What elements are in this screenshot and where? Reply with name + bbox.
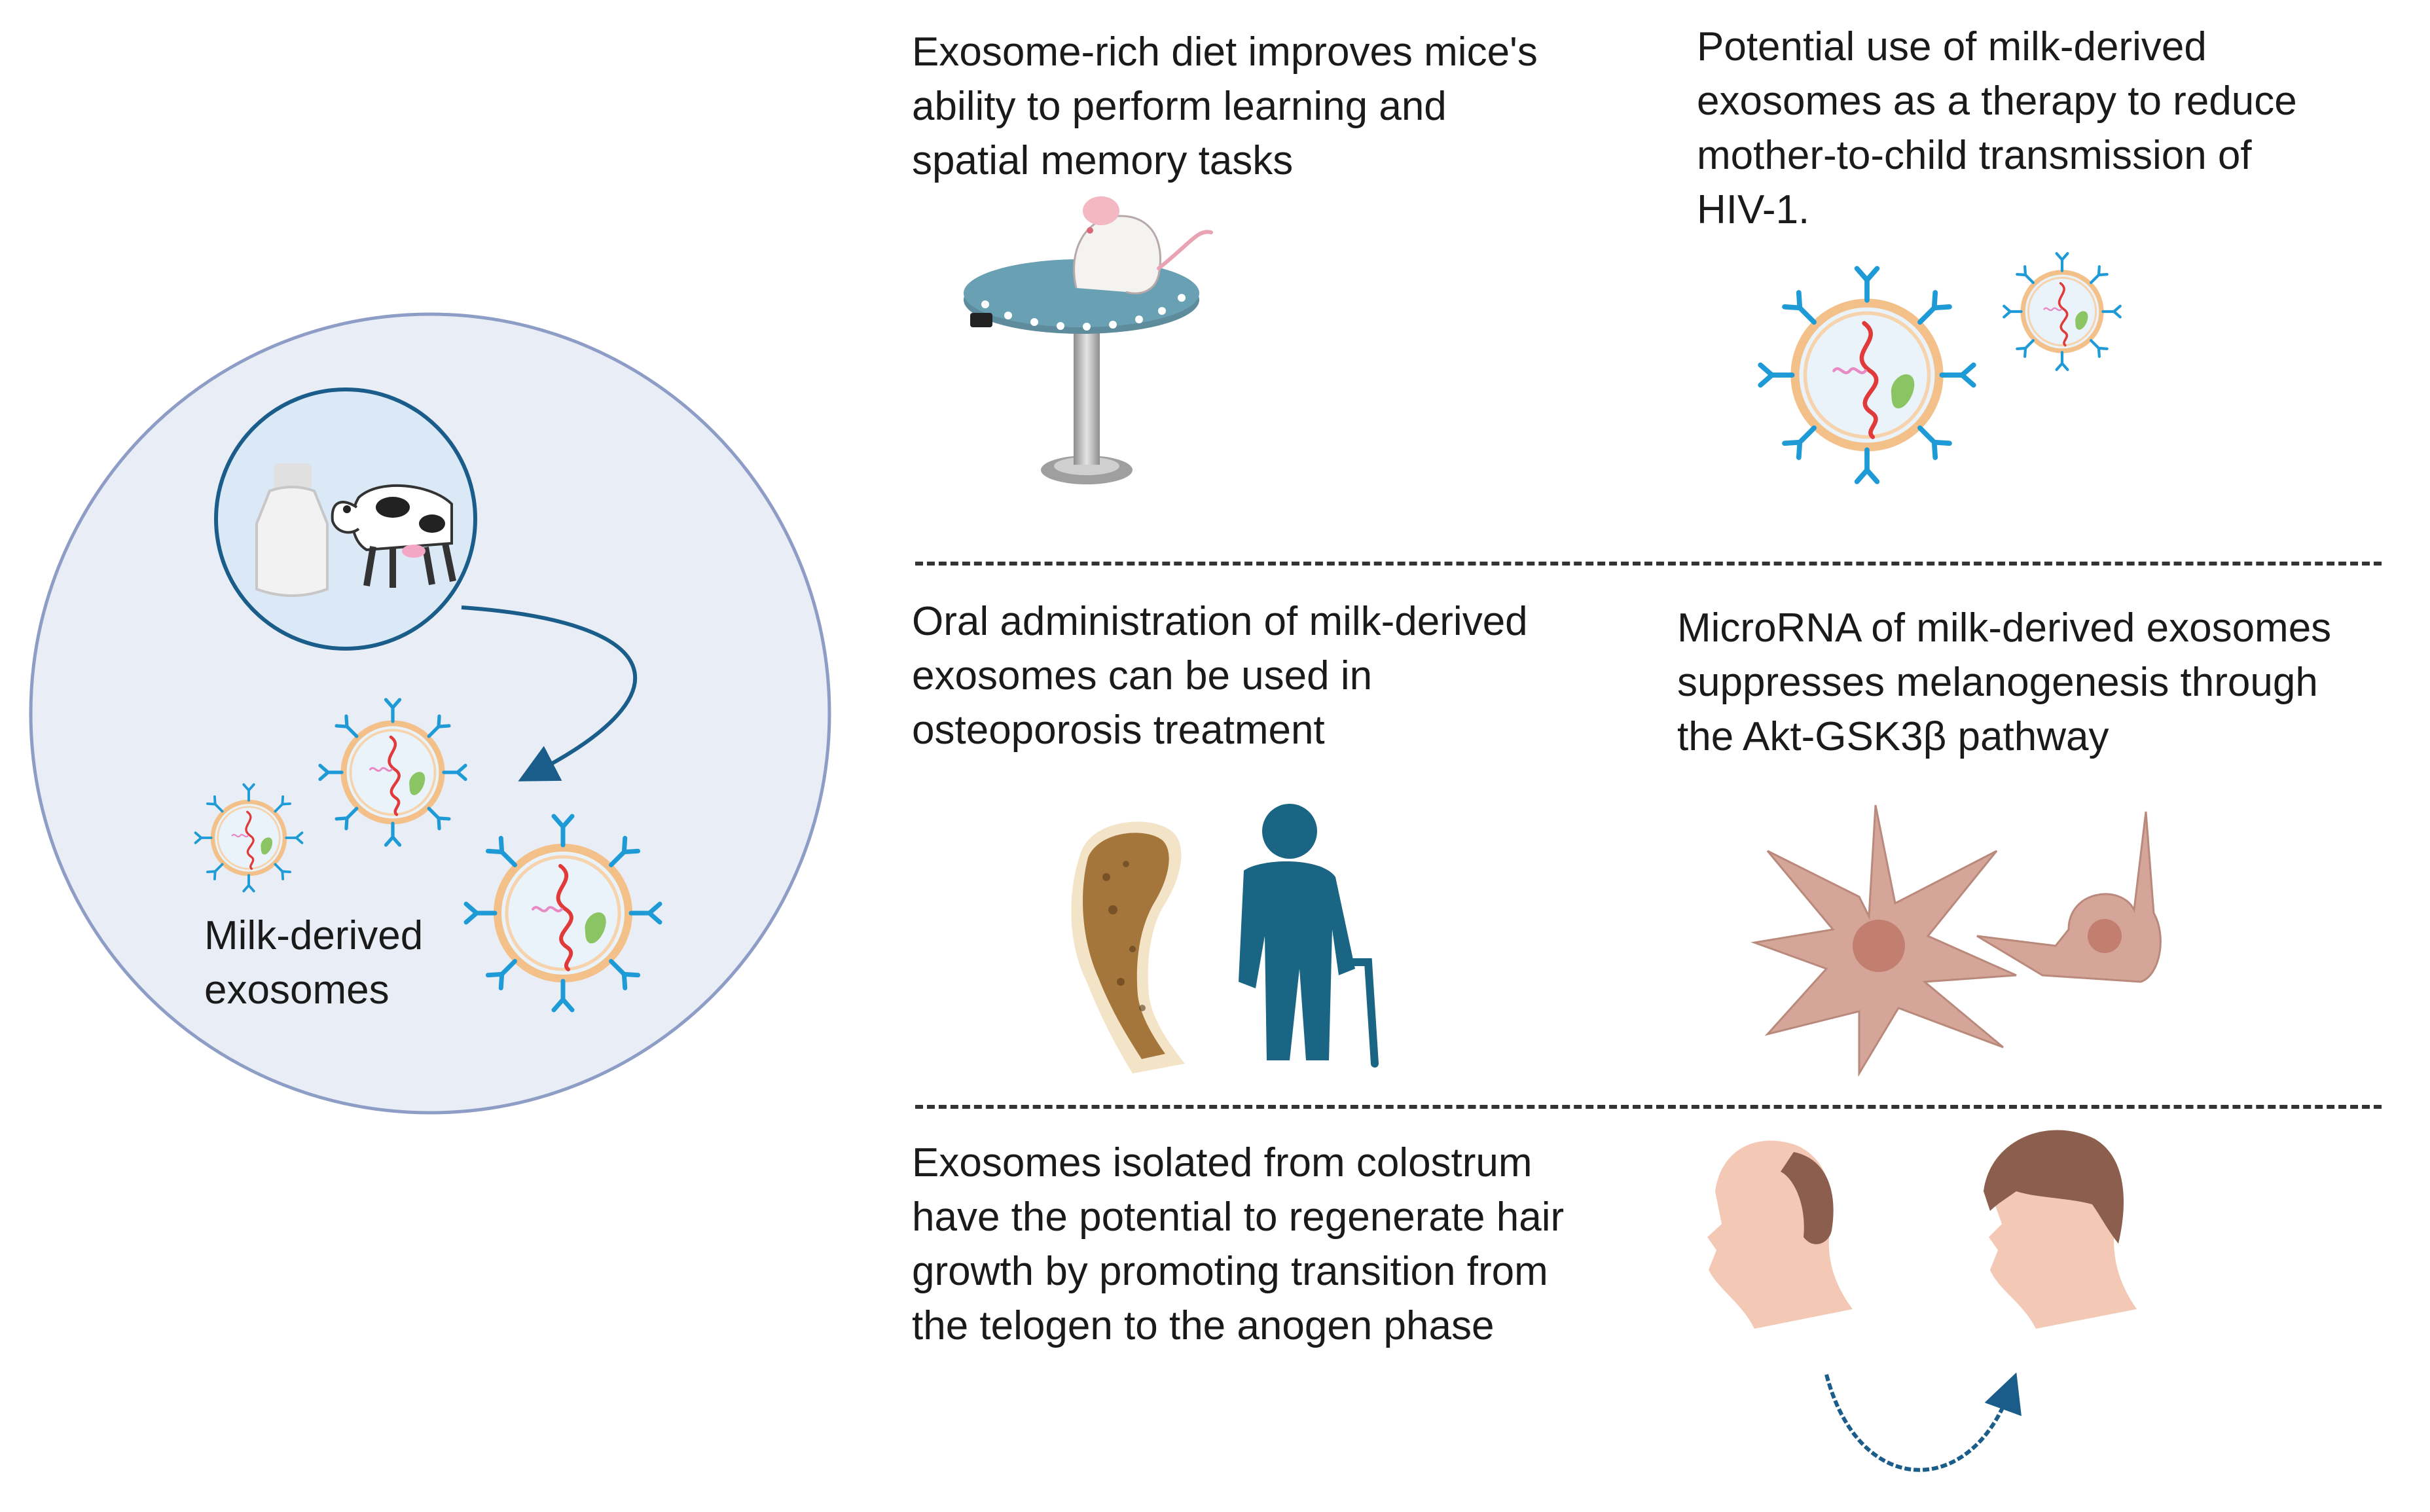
caption-line: the telogen to the anogen phase [912, 1303, 1495, 1348]
caption-line: Potential use of milk-derived [1697, 24, 2207, 69]
source-panel [29, 312, 831, 1115]
caption-line: Oral administration of milk-derived [912, 599, 1528, 644]
mouse-on-maze-platform-icon [964, 196, 1213, 484]
source-label-line-2: exosomes [204, 967, 390, 1013]
source-label: Milk-derived exosomes [204, 909, 423, 1017]
cow-icon [331, 484, 456, 588]
caption-line: mother-to-child transmission of [1697, 133, 2252, 178]
caption-line: the Akt-GSK3β pathway [1677, 714, 2109, 759]
caption-line: exosomes can be used in [912, 653, 1373, 698]
caption-line: exosomes as a therapy to reduce [1697, 79, 2297, 124]
source-label-line-1: Milk-derived [204, 913, 424, 958]
exosome-icon [1760, 253, 2120, 482]
melanogenesis-caption: MicroRNA of milk-derived exosomes suppre… [1677, 601, 2331, 764]
hiv-caption: Potential use of milk-derived exosomes a… [1697, 20, 2297, 237]
caption-line: MicroRNA of milk-derived exosomes [1677, 605, 2332, 651]
caption-line: osteoporosis treatment [912, 708, 1325, 753]
learning-caption: Exosome-rich diet improves mice's abilit… [912, 25, 1538, 188]
caption-line: Exosome-rich diet improves mice's [912, 29, 1538, 75]
caption-line: suppresses melanogenesis through [1677, 660, 2318, 705]
osteoporosis-caption: Oral administration of milk-derived exos… [912, 594, 1528, 757]
caption-line: spatial memory tasks [912, 138, 1294, 183]
caption-line: growth by promoting transition from [912, 1249, 1548, 1294]
caption-line: ability to perform learning and [912, 84, 1447, 129]
milk-and-cow-inset [214, 387, 477, 651]
divider-bottom [915, 1105, 2382, 1109]
hair-caption: Exosomes isolated from colostrum have th… [912, 1136, 1564, 1353]
caption-line: Exosomes isolated from colostrum [912, 1140, 1532, 1185]
inset-to-exosome-arrow [461, 605, 638, 782]
caption-line: have the potential to regenerate hair [912, 1195, 1565, 1240]
melanocyte-cell-icon [1750, 804, 2162, 1077]
femur-bone-and-elderly-person-icon [1071, 804, 1379, 1073]
hair-regrowth-arrow [1824, 1372, 2022, 1472]
caption-line: HIV-1. [1697, 187, 1810, 232]
milk-bottle-icon [255, 463, 329, 597]
divider-top [915, 562, 2382, 566]
hair-regrowth-heads-icon [1707, 1130, 2137, 1472]
